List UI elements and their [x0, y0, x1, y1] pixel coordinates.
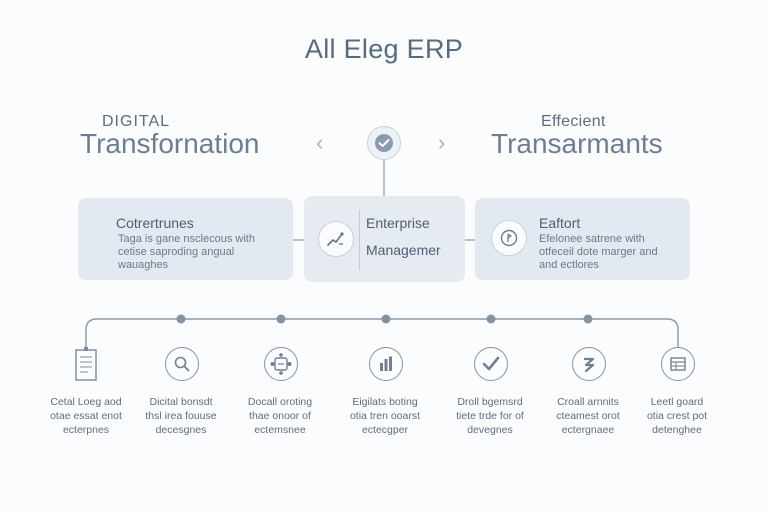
card-right-line: otfeceil dote marger and	[539, 246, 658, 258]
check-icon[interactable]	[367, 126, 401, 160]
card-left-line: wauaghes	[118, 259, 169, 271]
node-line: ectecgper	[361, 424, 409, 436]
node-line: Eigilats boting	[352, 396, 418, 408]
check-shield-icon[interactable]	[474, 347, 508, 381]
right-arrow-icon[interactable]: ›	[438, 130, 446, 155]
process-icon[interactable]	[572, 347, 606, 381]
search-icon[interactable]	[165, 347, 199, 381]
card-center[interactable]: Enterprise Managemer	[304, 196, 465, 282]
card-right-line: Efelonee satrene with	[539, 233, 645, 245]
node-text-5: Droll bgemsrd tiete trde for of devegnes	[435, 395, 545, 437]
node-text-1: Cetal Loeg aod otae essat enot ecterpnes	[31, 395, 141, 437]
card-left-line: Taga is gane nsclecous with	[118, 233, 255, 245]
card-left-title: Cotrertrunes	[116, 215, 194, 231]
node-line: detenghee	[652, 424, 702, 436]
node-line: decesgnes	[155, 424, 207, 436]
node-line: Droll bgemsrd	[457, 396, 523, 408]
node-line: otia tren ooarst	[349, 410, 421, 422]
node-text-7: Leetl goard otia crest pot detenghee	[622, 395, 732, 437]
node-text-4: Eigilats boting otia tren ooarst ectecgp…	[330, 395, 440, 437]
node-line: ecterpnes	[62, 424, 110, 436]
card-left[interactable]: Cotrertrunes Taga is gane nsclecous with…	[78, 198, 293, 280]
timeline-dot	[176, 314, 186, 324]
node-line: ectemsnee	[254, 424, 306, 436]
timeline-line	[85, 318, 679, 348]
node-text-3: Docall oroting thae onoor of ectemsnee	[225, 395, 335, 437]
right-header-pre: Effecient	[541, 113, 606, 130]
node-line: Croall arnnits	[557, 396, 619, 408]
node-line: cteamest orot	[556, 410, 620, 422]
timeline-dot	[486, 314, 496, 324]
network-icon[interactable]	[264, 347, 298, 381]
node-text-6: Croall arnnits cteamest orot ectergnaee	[533, 395, 643, 437]
card-center-title-1: Enterprise	[366, 215, 430, 231]
left-header-pre: DIGITAL	[102, 113, 171, 130]
node-line: Docall oroting	[247, 396, 313, 408]
chart-wand-icon	[318, 221, 354, 257]
card-right-title: Eaftort	[539, 215, 581, 231]
right-header-main: Transarmants	[491, 128, 663, 159]
card-left-line: cetise saproding angual	[118, 246, 235, 258]
card-center-divider	[359, 210, 360, 270]
timeline-dot	[381, 314, 391, 324]
left-header-main: Transfornation	[80, 128, 260, 159]
table-icon[interactable]	[661, 347, 695, 381]
node-line: tiete trde for of	[456, 410, 524, 422]
node-line: Dicital bonsdt	[149, 396, 213, 408]
node-line: ectergnaee	[561, 424, 615, 436]
bar-chart-icon[interactable]	[369, 347, 403, 381]
diagram-title: All Eleg ERP	[304, 34, 464, 64]
document-icon[interactable]	[72, 347, 102, 383]
node-line: Cetal Loeg aod	[50, 396, 122, 408]
node-text-2: Dicital bonsdt thsl irea fouuse decesgne…	[126, 395, 236, 437]
timeline-dot	[583, 314, 593, 324]
card-right[interactable]: Eaftort Efelonee satrene with otfeceil d…	[475, 198, 690, 280]
card-center-title-2: Managemer	[366, 242, 441, 258]
node-line: Leetl goard	[650, 396, 704, 408]
target-icon	[491, 220, 527, 256]
node-line: otae essat enot	[50, 410, 122, 422]
timeline-dot	[276, 314, 286, 324]
node-line: devegnes	[467, 424, 513, 436]
node-line: thae onoor of	[249, 410, 311, 422]
card-right-line: and ectlores	[539, 259, 599, 271]
node-line: thsl irea fouuse	[145, 410, 217, 422]
left-arrow-icon[interactable]: ‹	[316, 130, 324, 155]
node-line: otia crest pot	[646, 410, 708, 422]
